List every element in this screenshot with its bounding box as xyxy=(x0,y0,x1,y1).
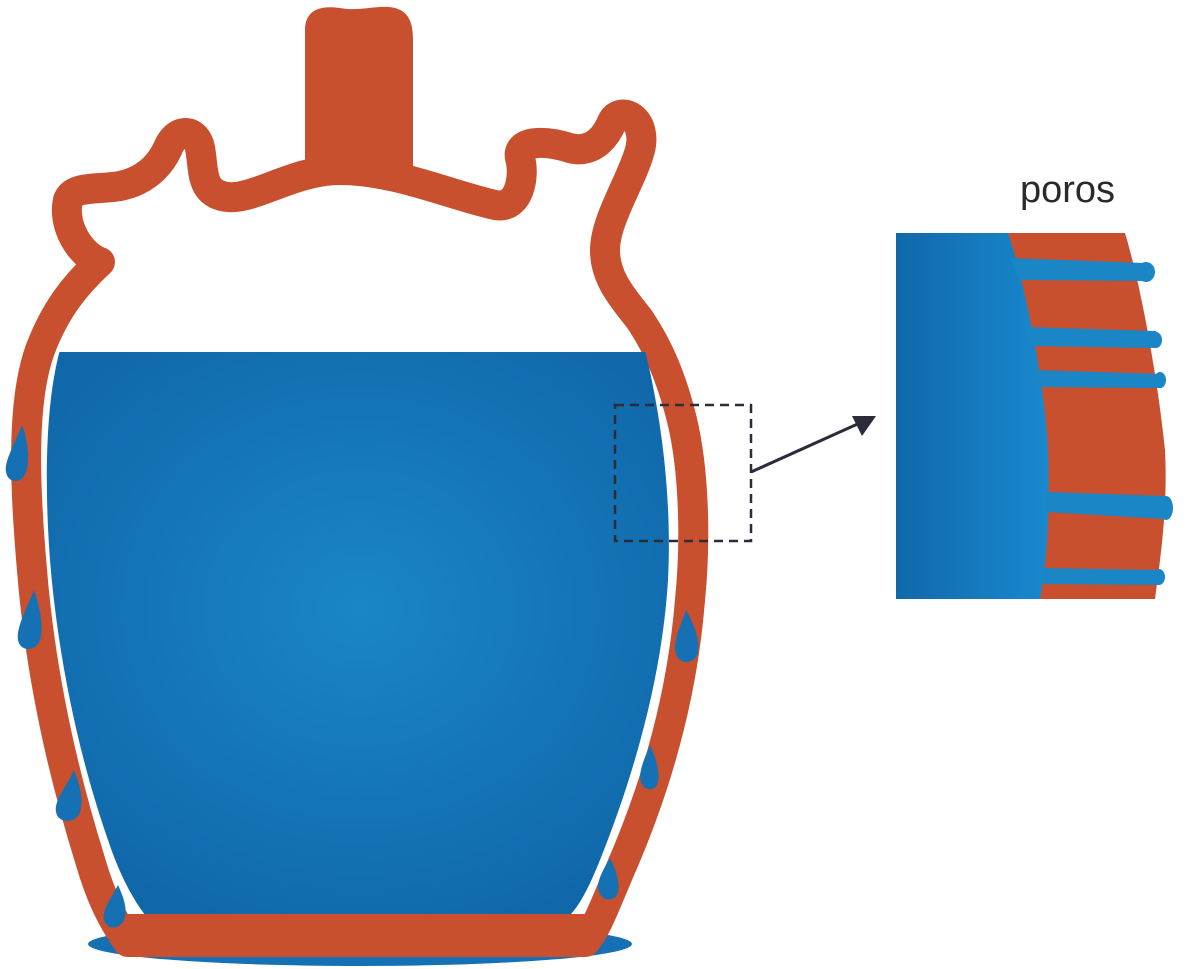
water-droplet xyxy=(55,770,82,821)
zoom-region-box xyxy=(613,403,753,543)
pore-bead xyxy=(1150,332,1162,348)
pores-label: poros xyxy=(1020,169,1115,211)
jug-water xyxy=(46,352,669,915)
water-droplet xyxy=(5,425,29,481)
pore-bead xyxy=(1154,372,1166,388)
zoom-arrow-line xyxy=(750,420,863,474)
water-droplet xyxy=(598,858,619,900)
pore-channel xyxy=(1034,370,1166,388)
water-droplet xyxy=(674,610,699,663)
pore-bead xyxy=(1153,569,1165,585)
pore-channel xyxy=(1043,568,1164,585)
pore-channel xyxy=(1010,258,1151,281)
pore-bead xyxy=(1159,496,1173,520)
water-droplet xyxy=(17,590,42,649)
pore-channel xyxy=(1046,492,1171,519)
pore-channel xyxy=(1025,327,1161,348)
jug-spout xyxy=(305,6,413,185)
water-droplet xyxy=(640,745,659,790)
zoom-arrow-head xyxy=(852,416,876,436)
water-droplet xyxy=(103,885,126,928)
pore-bead xyxy=(1137,262,1155,282)
pores-inset xyxy=(896,233,1173,599)
